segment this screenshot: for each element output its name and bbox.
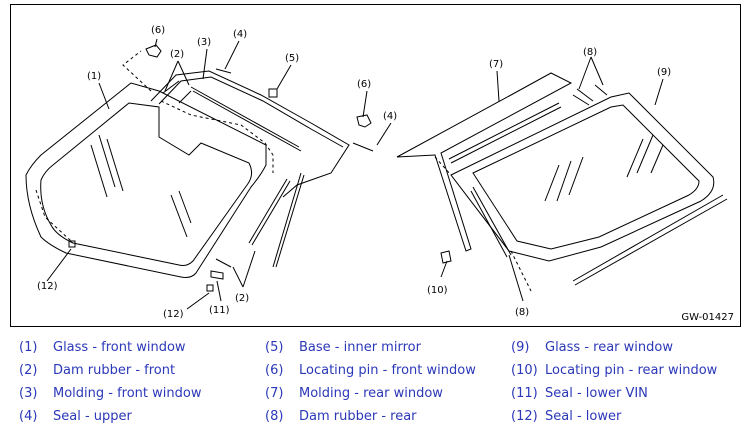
rear-glass-outer (450, 92, 715, 262)
callout-3-front-molding: (3) (197, 37, 211, 48)
legend-item: (11)Seal - lower VIN (511, 386, 648, 401)
legend-item: (6)Locating pin - front window (265, 363, 476, 378)
callout-2-front-dam-top: (2) (170, 49, 184, 60)
figure-code: GW-01427 (681, 312, 734, 323)
callout-8-rear-dam-bottom: (8) (515, 307, 529, 318)
front-molding (150, 70, 350, 198)
callout-8-rear-dam-top: (8) (583, 47, 597, 58)
legend-item: (12)Seal - lower (511, 409, 622, 424)
callout-1-front-glass: (1) (87, 71, 101, 82)
parts-legend: (1)Glass - front window (2)Dam rubber - … (0, 336, 750, 432)
legend-item: (4)Seal - upper (19, 409, 132, 424)
legend-item: (9)Glass - rear window (511, 340, 673, 355)
legend-item: (5)Base - inner mirror (265, 340, 421, 355)
callout-4-upper-seal-left: (4) (233, 29, 247, 40)
callout-5-mirror-base: (5) (285, 53, 299, 64)
rear-molding (396, 72, 573, 252)
callout-4-upper-seal-right: (4) (383, 111, 397, 122)
legend-item: (8)Dam rubber - rear (265, 409, 417, 424)
callout-6-front-pin-right: (6) (357, 79, 371, 90)
legend-item: (10)Locating pin - rear window (511, 363, 718, 378)
callout-10-rear-pin: (10) (427, 285, 448, 296)
rear-glass-inner (472, 104, 700, 250)
legend-item: (7)Molding - rear window (265, 386, 443, 401)
callout-2-front-dam-bottom: (2) (235, 293, 249, 304)
callout-7-rear-molding: (7) (489, 59, 503, 70)
callout-6-front-pin: (6) (151, 25, 165, 36)
callout-9-rear-glass: (9) (657, 67, 671, 78)
legend-item: (3)Molding - front window (19, 386, 202, 401)
exploded-view-drawing: (6) (2) (3) (4) (1) (5) (6) (4) (12) (2)… (25, 25, 728, 320)
windshield-diagram: (6) (2) (3) (4) (1) (5) (6) (4) (12) (2)… (10, 4, 741, 327)
front-glass-inner (40, 102, 253, 266)
callout-11-lower-vin-seal: (11) (209, 305, 230, 316)
legend-item: (2)Dam rubber - front (19, 363, 176, 378)
front-glass-outer (25, 82, 267, 278)
callout-12-lower-seal-left: (12) (37, 281, 58, 292)
callout-12-lower-seal-right: (12) (163, 309, 184, 320)
legend-item: (1)Glass - front window (19, 340, 186, 355)
